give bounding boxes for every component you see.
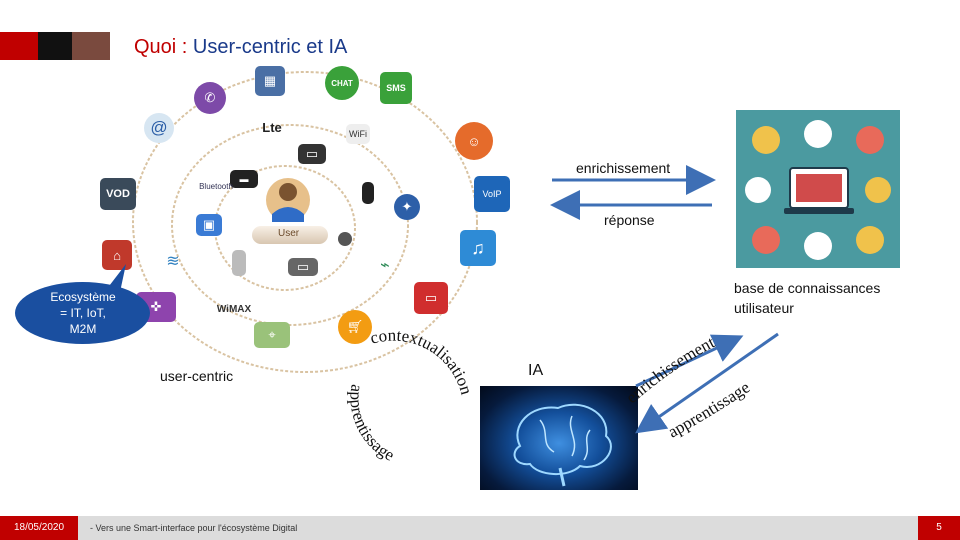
footer-page-number: 5: [918, 516, 960, 540]
router-icon: ▬: [230, 170, 258, 188]
wimax-icon-label: WiMAX: [216, 303, 252, 315]
lte-icon: Lte: [252, 116, 292, 138]
lte-icon-label: Lte: [262, 119, 282, 135]
footer-date: 18/05/2020: [0, 516, 78, 540]
mobile-network-icon: ▦: [255, 66, 285, 96]
satellite-icon: ✦: [394, 194, 420, 220]
sms-icon: SMS: [380, 72, 412, 104]
antenna-icon: ⌁: [380, 257, 390, 274]
sms-icon-label: SMS: [386, 83, 406, 93]
ecosystem-bubble-text: Ecosystème = IT, IoT, M2M: [18, 289, 148, 337]
bluetooth-icon-label: Bluetooth: [199, 181, 233, 191]
slide-title-prefix: Quoi :: [134, 36, 188, 58]
header-block-black: [38, 32, 72, 60]
ia-label: IA: [528, 362, 544, 379]
tablet-icon: ▭: [288, 258, 318, 276]
wifi-icon-label: WiFi: [349, 129, 367, 139]
header-block-red: [0, 32, 38, 60]
knowledge-base-label: base de connaissances utilisateur: [734, 280, 881, 316]
user-head-icon: [279, 183, 297, 201]
chat-icon-label: CHAT: [331, 78, 353, 88]
ecosystem-bubble: [15, 282, 150, 344]
vod-icon-label: VOD: [106, 188, 130, 200]
user-body-icon: [272, 207, 304, 222]
user-label: User: [278, 228, 300, 239]
ecosystem-bubble-pointer: [106, 264, 126, 292]
ecosystem-line-1: Ecosystème: [50, 290, 116, 304]
wifi-icon: WiFi: [346, 124, 370, 144]
laptop-icon: ▭: [298, 144, 326, 164]
ecosystem-line-3: M2M: [69, 322, 97, 336]
email-icon: @: [144, 113, 174, 143]
vod-icon: VOD: [100, 178, 136, 210]
shopping-cart-icon: 🛒︎: [338, 310, 372, 344]
footer-subtitle: - Vers une Smart-interface pour l'écosys…: [90, 523, 298, 533]
desktop-computer-icon: ▣: [196, 214, 222, 236]
footer-bar: [0, 516, 960, 540]
brain-illustration: [513, 403, 612, 487]
knowledge-base-image: [736, 110, 900, 268]
voip-icon-label: VoIP: [482, 189, 502, 199]
cordless-phone-icon: [232, 250, 246, 276]
user-centric-label: user-centric: [160, 368, 234, 384]
smartphone-icon: [362, 182, 374, 204]
map-icon: ⌖: [254, 322, 290, 348]
broadcast-icon: ≋: [166, 253, 180, 270]
webcam-icon: [338, 232, 352, 246]
community-icon: ☺: [455, 122, 493, 160]
wimax-icon: WiMAX: [208, 300, 260, 318]
header-block-brown: [72, 32, 110, 60]
enrichment-label: enrichissement: [576, 160, 671, 176]
user-pill: [252, 226, 328, 244]
slide-title-main: User-centric et IA: [187, 36, 348, 58]
voip-icon: VoIP: [474, 176, 510, 212]
middle-ring: [171, 124, 409, 326]
tv-icon: ▭: [414, 282, 448, 314]
brain-image: [480, 386, 638, 490]
viber-phone-icon: ✆: [194, 82, 226, 114]
ecosystem-line-2: = IT, IoT,: [60, 306, 106, 320]
home-network-icon: ⌂: [102, 240, 132, 270]
chat-icon: CHAT: [325, 66, 359, 100]
knowledge-base-illustration: [745, 120, 891, 260]
music-icon: ♫: [460, 230, 496, 266]
slide-title: Quoi : User-centric et IA: [134, 36, 347, 59]
outer-ring: [132, 71, 478, 373]
bluetooth-icon: Bluetooth: [194, 178, 238, 194]
response-label: réponse: [604, 212, 655, 228]
